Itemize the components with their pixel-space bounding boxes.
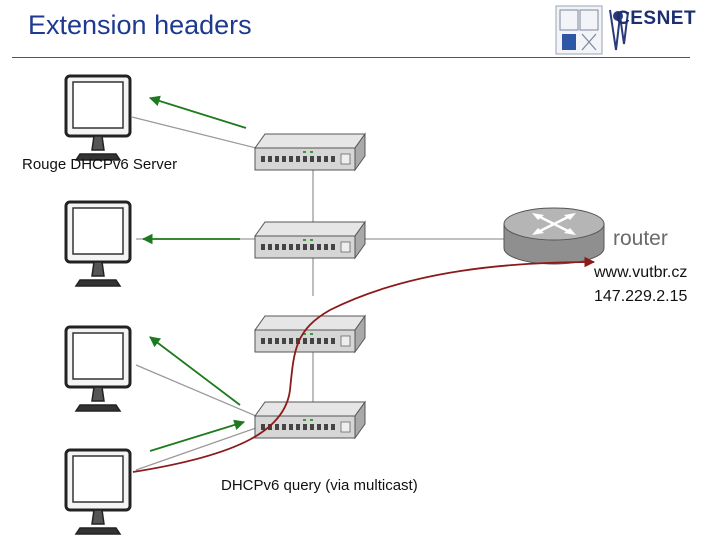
green-arrow xyxy=(149,336,241,406)
slide-title: Extension headers xyxy=(28,10,252,40)
link-pc3-switch4 xyxy=(135,364,257,417)
monitor-icon xyxy=(64,325,132,413)
logo-group xyxy=(555,5,629,55)
query-label: DHCPv6 query (via multicast) xyxy=(221,477,418,494)
monitor-icon xyxy=(64,74,132,162)
cesnet-logo-text: CESNET xyxy=(616,8,697,29)
router-icon xyxy=(503,207,605,265)
dhcp-reply-arrows xyxy=(141,95,247,452)
router-label: router xyxy=(613,227,668,250)
cesnet-logo xyxy=(609,9,629,51)
switch-icon xyxy=(254,401,366,439)
query-path xyxy=(132,256,596,473)
monitor-icon xyxy=(64,200,132,288)
link-pc1-switch1 xyxy=(131,116,257,149)
switch-icon xyxy=(254,221,366,259)
title-divider xyxy=(12,57,690,58)
rouge-server-label: Rouge DHCPv6 Server xyxy=(22,156,178,173)
green-arrow xyxy=(148,95,247,129)
router-ip-label: 147.229.2.15 xyxy=(594,288,688,305)
green-arrow xyxy=(149,419,246,452)
switch-icon xyxy=(254,315,366,353)
university-logo xyxy=(555,5,603,55)
monitor-icon xyxy=(64,448,132,536)
router-host-label: www.vutbr.cz xyxy=(594,264,688,281)
link-pc4-switch4 xyxy=(135,427,257,471)
switch-icon xyxy=(254,133,366,171)
